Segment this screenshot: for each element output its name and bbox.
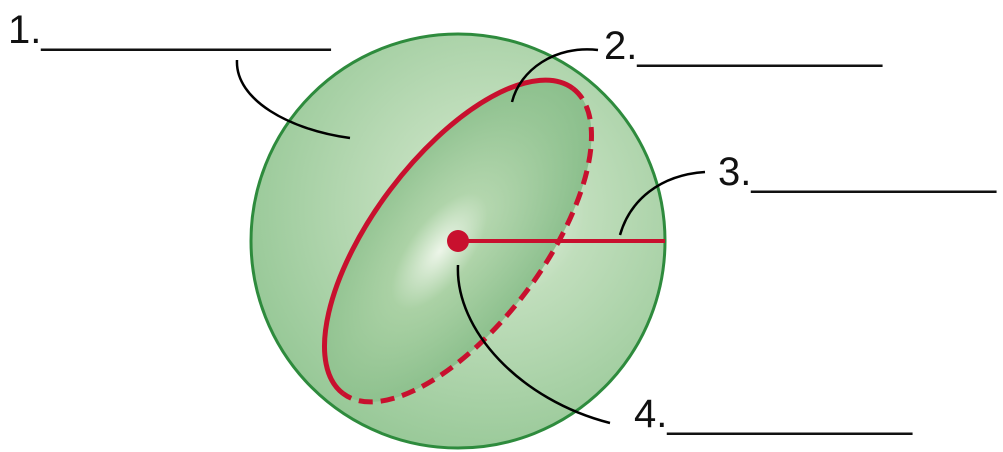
label-2: 2.___________ [600, 24, 887, 68]
leader-line-1 [235, 59, 351, 140]
leader-line-3 [618, 170, 706, 236]
leader-line-4 [456, 264, 611, 425]
label-1: 1._____________ [4, 8, 335, 52]
great-circle-back [341, 86, 594, 405]
great-circle-front [322, 77, 575, 396]
label-3: 3.___________ [714, 150, 1001, 194]
leader-line-2 [510, 48, 599, 103]
label-4: 4.___________ [630, 392, 917, 436]
center-point-icon [447, 230, 469, 252]
